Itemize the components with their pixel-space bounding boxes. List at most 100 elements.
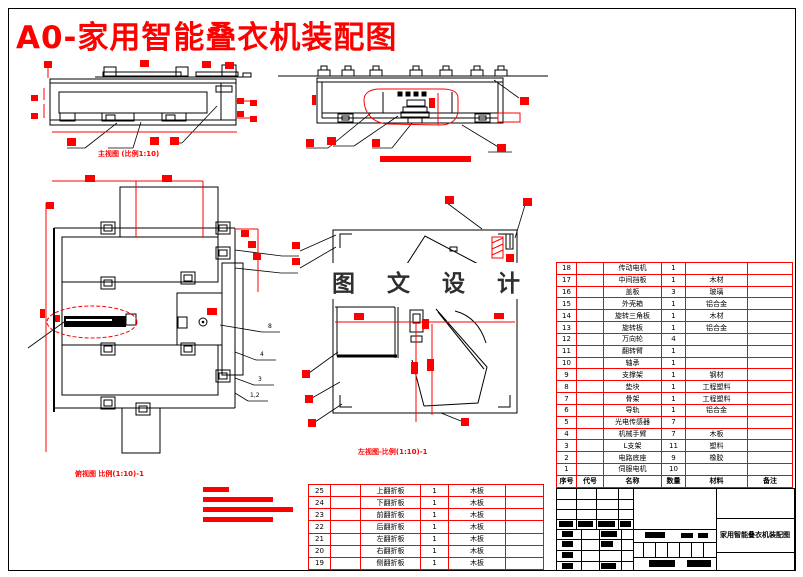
bom-cell — [685, 262, 748, 275]
bom-cell — [747, 427, 793, 441]
bom-cell — [576, 356, 604, 370]
bom-cell: 名称 — [603, 474, 662, 489]
bom-cell: 材料 — [685, 474, 748, 489]
bom-header-row: 序号代号名称数量材料备注 — [556, 474, 793, 489]
bom-cell: 伺服电机 — [603, 463, 662, 476]
bom-cell — [747, 321, 793, 334]
bom-cell: 1 — [420, 520, 449, 534]
bom-cell: 8 — [556, 380, 577, 394]
bom-cell: 1 — [661, 392, 686, 405]
bom-cell: 1 — [661, 273, 686, 287]
bom-cell: 左翻折板 — [360, 532, 421, 546]
left-view-caption: 左视图-比例(1:10)-1 — [358, 448, 428, 456]
bom-cell: 垫块 — [603, 380, 662, 394]
bom-cell: 6 — [556, 403, 577, 417]
bom-cell: 机械手臂 — [603, 427, 662, 441]
bom-cell — [576, 439, 604, 453]
bom-cell — [747, 380, 793, 394]
bom-cell: 11 — [556, 344, 577, 358]
bom-cell: 盖板 — [603, 285, 662, 299]
bom-cell — [505, 544, 544, 558]
bom-cell: 木板 — [448, 520, 506, 534]
bom-cell: 铝合金 — [685, 321, 748, 334]
bom-cell: 木材 — [685, 309, 748, 323]
bom-cell — [576, 273, 604, 287]
bom-cell: 代号 — [576, 474, 604, 489]
bom-cell: 木板 — [448, 544, 506, 558]
bom-cell: 1 — [420, 532, 449, 546]
bom-cell — [747, 285, 793, 299]
bom-cell — [747, 463, 793, 476]
bom-cell: 铝合金 — [685, 297, 748, 311]
bom-cell — [747, 451, 793, 465]
bom-cell: 翻转臂 — [603, 344, 662, 358]
bom-cell — [576, 285, 604, 299]
bom-cell — [330, 544, 361, 558]
bom-cell — [330, 532, 361, 546]
bom-cell: 下翻折板 — [360, 496, 421, 510]
bom-cell: 电路底座 — [603, 451, 662, 465]
bom-cell — [330, 520, 361, 534]
bom-cell: 支撑架 — [603, 368, 662, 382]
bom-cell — [576, 309, 604, 323]
bom-cell — [576, 368, 604, 382]
bom-cell — [576, 297, 604, 311]
bom-cell: 9 — [661, 451, 686, 465]
bom-cell — [576, 262, 604, 275]
bom-cell: 骨架 — [603, 392, 662, 405]
bom-cell: 15 — [556, 297, 577, 311]
bom-cell — [576, 427, 604, 441]
bom-cell — [576, 321, 604, 334]
bom-cell — [330, 483, 361, 498]
bom-cell: 19 — [308, 556, 331, 571]
bom-cell: 1 — [661, 380, 686, 394]
bom-cell — [685, 415, 748, 429]
title-block: 家用智能叠衣机装配图 — [556, 488, 795, 571]
bom-cell: 塑料 — [685, 439, 748, 453]
bom-cell: 23 — [308, 508, 331, 522]
watermark: 图 文 设 计 — [328, 263, 537, 299]
bom-cell: 工程塑料 — [685, 392, 748, 405]
bom-cell: 7 — [661, 427, 686, 441]
bom-cell: 1 — [661, 297, 686, 311]
bom-cell: 1 — [661, 403, 686, 417]
bom-cell: 序号 — [556, 474, 577, 489]
bom-cell: 木板 — [448, 556, 506, 571]
bom-cell: 木板 — [448, 483, 506, 498]
bom-cell — [505, 520, 544, 534]
bom-cell — [576, 451, 604, 465]
bom-cell — [685, 356, 748, 370]
bom-cell: 木板 — [448, 532, 506, 546]
bom-cell — [576, 403, 604, 417]
bom-cell: 万向轮 — [603, 332, 662, 346]
bom-cell: 24 — [308, 496, 331, 510]
bom-cell: 16 — [556, 285, 577, 299]
bom-cell: 1 — [661, 309, 686, 323]
bom-cell: L支架 — [603, 439, 662, 453]
bom-cell — [685, 463, 748, 476]
bom-cell — [747, 273, 793, 287]
bom-cell: 1 — [420, 508, 449, 522]
bom-cell — [685, 344, 748, 358]
bom-cell: 后翻折板 — [360, 520, 421, 534]
bom-cell: 5 — [556, 415, 577, 429]
bom-cell: 旋转三角板 — [603, 309, 662, 323]
bom-cell: 木板 — [448, 508, 506, 522]
